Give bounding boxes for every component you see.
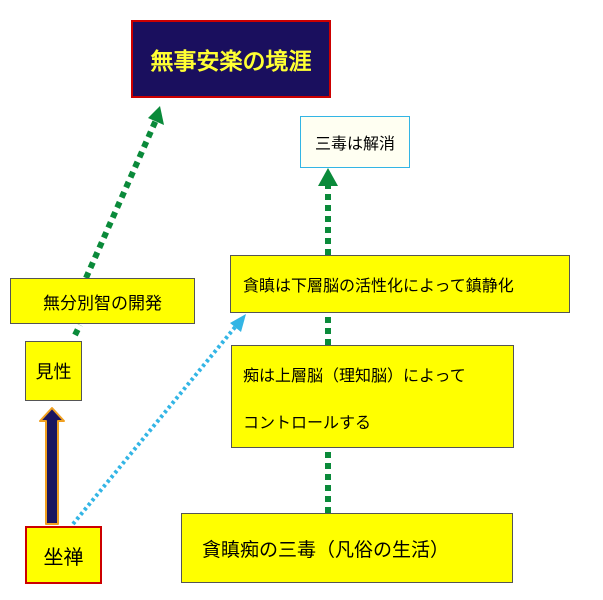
arrow-zazen-to-calming bbox=[71, 324, 238, 526]
arrow-zazen-to-kensho bbox=[39, 407, 65, 525]
calming-node: 貪瞋は下層脳の活性化によって鎮静化 bbox=[230, 255, 570, 313]
arrow-wisdom-to-goal bbox=[83, 118, 159, 280]
calming-label: 貪瞋は下層脳の活性化によって鎮静化 bbox=[243, 276, 514, 295]
wisdom-node: 無分別智の開発 bbox=[10, 278, 195, 324]
goal-label: 無事安楽の境涯 bbox=[150, 49, 312, 75]
kensho-label: 見性 bbox=[35, 362, 72, 383]
zazen-node: 坐禅 bbox=[25, 526, 102, 584]
goal-node: 無事安楽の境涯 bbox=[131, 20, 331, 98]
arrow-zazen-to-wisdom bbox=[72, 323, 83, 337]
control-node: 痴は上層脳（理知脳）によって コントロールする bbox=[231, 345, 514, 448]
wisdom-label: 無分別智の開発 bbox=[43, 293, 162, 314]
poisons-node: 貪瞋痴の三毒（凡俗の生活） bbox=[181, 513, 513, 583]
resolved-label: 三毒は解消 bbox=[314, 134, 395, 153]
zazen-label: 坐禅 bbox=[43, 544, 84, 569]
arrowhead-resolved bbox=[318, 168, 338, 186]
arrowhead-goal bbox=[148, 106, 164, 125]
arrowhead-calming bbox=[230, 314, 246, 332]
control-label-line2: コントロールする bbox=[243, 413, 372, 432]
kensho-node: 見性 bbox=[25, 341, 82, 401]
control-label-line1: 痴は上層脳（理知脳）によって bbox=[243, 366, 466, 385]
poisons-label: 貪瞋痴の三毒（凡俗の生活） bbox=[202, 538, 450, 561]
resolved-node: 三毒は解消 bbox=[300, 116, 410, 168]
